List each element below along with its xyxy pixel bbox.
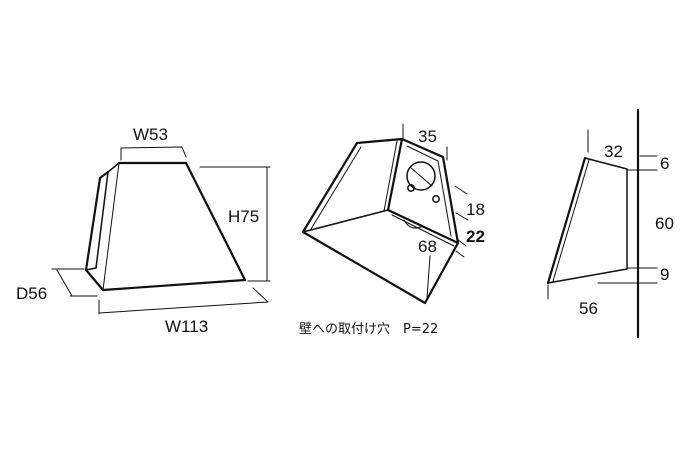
dim-9-lines [597, 267, 658, 284]
label-d56: D56 [16, 284, 47, 303]
label-h75: H75 [228, 207, 259, 226]
screw-hole-right [432, 195, 440, 203]
label-18: 18 [466, 200, 485, 219]
top-face-edges [301, 137, 404, 234]
label-w53: W53 [133, 125, 168, 144]
label-w113: W113 [165, 317, 208, 336]
label-35: 35 [418, 127, 437, 146]
mounting-plate-lower-edge [391, 214, 455, 247]
w53-dimension-line [120, 146, 187, 161]
side-outline [547, 157, 628, 284]
edge-68-line [426, 255, 431, 299]
label-56: 56 [579, 299, 598, 318]
w113-dimension-line [98, 287, 269, 315]
side-front-inner-edge [552, 159, 590, 282]
front-view: W53 H75 D56 W113 [16, 125, 271, 336]
d56-dimension-line [51, 268, 98, 297]
mounting-hole-line [409, 166, 433, 187]
back-plate-outer-edge [84, 170, 110, 292]
h75-dimension-line [199, 166, 271, 282]
label-22: 22 [466, 227, 485, 246]
side-front-edge [546, 156, 587, 285]
label-6: 6 [660, 154, 669, 173]
back-view: 35 18 22 68 壁への取付け穴 P=22 [299, 123, 485, 337]
dim-35-ticks [402, 123, 448, 161]
dim-6-lines [626, 155, 658, 171]
screw-hole-left [407, 184, 415, 192]
side-view: 32 6 60 9 56 [546, 108, 674, 339]
mounting-plate-outline [386, 137, 460, 245]
label-68: 68 [418, 237, 437, 256]
dim-18-22-ticks [454, 185, 469, 258]
bottom-face-edges [301, 230, 460, 305]
front-face-left-edge [102, 162, 120, 291]
mounting-plate-inner-edge [406, 145, 452, 237]
top-face-right-edge [383, 140, 398, 212]
front-face-outline [101, 161, 247, 292]
back-plate-inner-edge [85, 171, 109, 271]
top-face-inner-edge [310, 146, 362, 230]
label-9: 9 [660, 265, 669, 284]
cable-slot [403, 219, 422, 229]
top-face-lower-edge [302, 209, 389, 233]
label-60: 60 [655, 214, 674, 233]
mounting-hole [406, 161, 436, 191]
label-32: 32 [604, 142, 623, 161]
side-top-edge [107, 162, 120, 173]
wall-mount-hole-caption: 壁への取付け穴 P=22 [299, 322, 438, 337]
